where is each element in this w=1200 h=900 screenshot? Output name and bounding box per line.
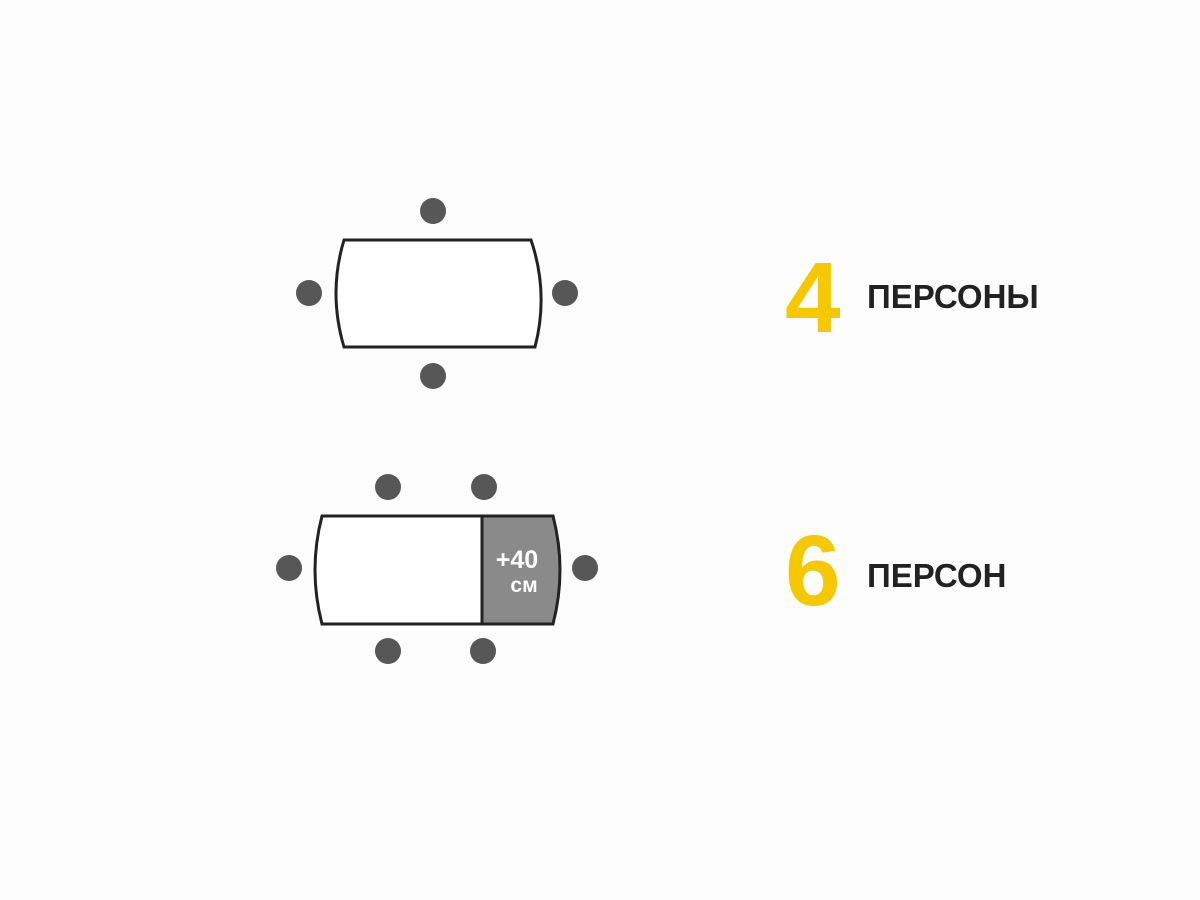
chair xyxy=(276,555,302,581)
chair xyxy=(572,555,598,581)
persons-label: ПЕРСОНЫ xyxy=(867,278,1039,315)
chair xyxy=(420,363,446,389)
table-top xyxy=(313,514,484,626)
table-6-persons: +40 см xyxy=(276,474,598,664)
person-count-4: 4 xyxy=(785,242,841,354)
person-count-6: 6 xyxy=(785,515,841,627)
persons-label: ПЕРСОН xyxy=(867,557,1006,594)
extension-leaf xyxy=(480,514,562,626)
table-4-persons xyxy=(296,198,578,389)
chair xyxy=(552,280,578,306)
chair xyxy=(296,280,322,306)
chair xyxy=(470,638,496,664)
chair xyxy=(420,198,446,224)
extension-amount: +40 xyxy=(496,546,538,574)
table-top xyxy=(334,238,543,349)
chair xyxy=(375,638,401,664)
extension-unit: см xyxy=(510,574,537,597)
chair xyxy=(471,474,497,500)
chair xyxy=(375,474,401,500)
